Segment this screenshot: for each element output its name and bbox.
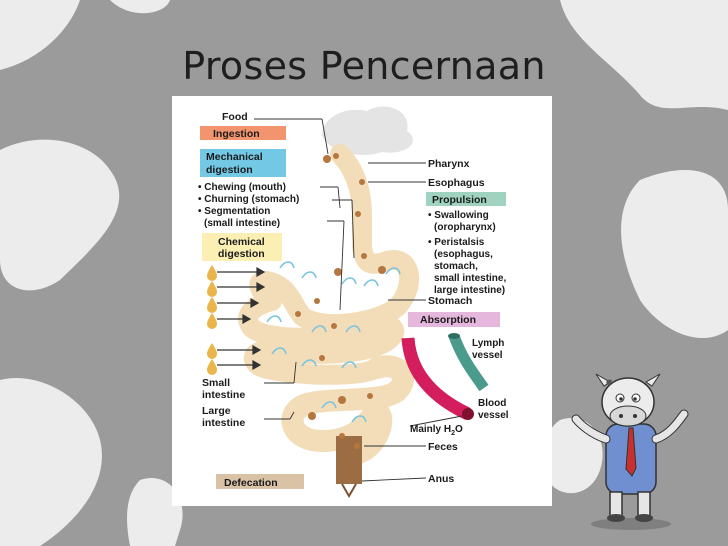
enzyme-arrows	[217, 266, 266, 371]
food-particles	[295, 153, 386, 449]
lymph-vessel	[448, 334, 489, 392]
label-mechanical-2: digestion	[206, 164, 253, 176]
blood-vessel-end	[462, 408, 474, 420]
label-mainly-water: Mainly H2O	[410, 424, 463, 437]
mechanical-digestion-box	[200, 149, 286, 177]
digestive-tract	[238, 144, 420, 498]
digestive-diagram: Food Ingestion Mechanical digestion • Ch…	[172, 96, 552, 506]
label-peristalsis-1: • Peristalsis	[428, 237, 485, 248]
anus-outline	[341, 483, 357, 498]
small-intestine-tube	[238, 291, 405, 385]
label-blood-2: vessel	[478, 410, 509, 421]
label-ingestion: Ingestion	[213, 128, 260, 140]
esophagus-tube	[249, 144, 420, 335]
cow-mascot-illustration	[571, 373, 689, 530]
label-feces: Feces	[428, 441, 458, 453]
mech-item-chewing: • Chewing (mouth)	[198, 182, 286, 193]
label-peristalsis-5: large intestine)	[434, 285, 505, 296]
digestive-system-figure: Food Ingestion Mechanical digestion • Ch…	[198, 106, 552, 498]
label-swallowing-1: • Swallowing	[428, 210, 489, 221]
label-absorption: Absorption	[420, 314, 476, 326]
absorption-panel	[400, 308, 552, 486]
defecation-box	[216, 474, 304, 489]
label-large-intestine-1: Large	[202, 405, 231, 417]
label-stomach: Stomach	[428, 295, 472, 307]
label-peristalsis-2: (esophagus,	[434, 249, 493, 260]
label-large-intestine-2: intestine	[202, 417, 245, 429]
label-lymph-1: Lymph	[472, 338, 504, 349]
label-propulsion: Propulsion	[432, 194, 487, 206]
label-small-intestine-2: intestine	[202, 389, 245, 401]
water-arrow	[409, 415, 463, 427]
large-intestine-tube	[281, 355, 414, 465]
label-swallowing-2: (oropharynx)	[434, 222, 496, 233]
absorption-box	[408, 312, 500, 327]
propulsion-box	[426, 192, 506, 206]
label-food: Food	[222, 111, 248, 123]
label-peristalsis-4: small intestine,	[434, 273, 506, 284]
label-mechanical-1: Mechanical	[206, 151, 263, 163]
label-chemical-1: Chemical	[218, 236, 265, 248]
chemical-digestion-box	[202, 233, 282, 261]
label-lymph-2: vessel	[472, 350, 503, 361]
ingestion-box	[200, 126, 286, 140]
mech-item-segmentation: • Segmentation	[198, 206, 270, 217]
pointer-lines	[254, 118, 427, 482]
lymph-vessel-end	[448, 333, 460, 339]
label-peristalsis-3: stomach,	[434, 261, 478, 272]
label-blood-1: Blood	[478, 398, 506, 409]
vapor-cloud	[322, 106, 413, 155]
label-pharynx: Pharynx	[428, 158, 470, 170]
rectum	[336, 436, 362, 484]
blood-vessel	[401, 337, 471, 420]
label-anus: Anus	[428, 473, 454, 485]
label-small-intestine-1: Small	[202, 377, 230, 389]
mech-item-segmentation-sub: (small intestine)	[204, 218, 280, 229]
label-defecation: Defecation	[224, 477, 278, 489]
label-chemical-2: digestion	[218, 248, 265, 260]
slide-title: Proses Pencernaan	[182, 44, 546, 88]
peristalsis-arrows	[266, 261, 401, 423]
mech-item-churning: • Churning (stomach)	[198, 194, 299, 205]
label-esophagus: Esophagus	[428, 177, 485, 189]
